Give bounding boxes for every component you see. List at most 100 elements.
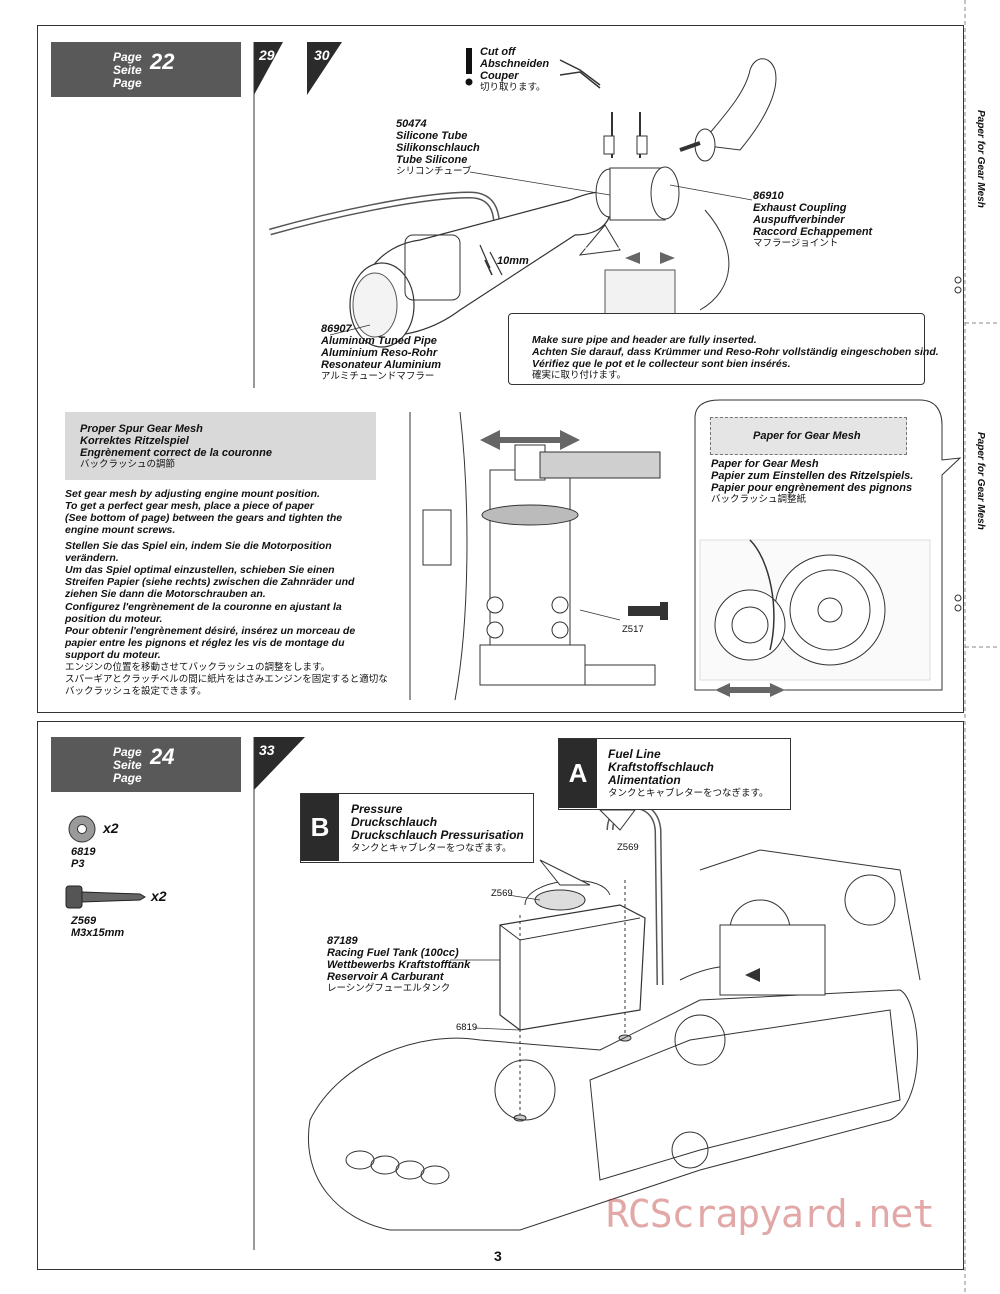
line: verändern. <box>65 552 119 564</box>
gear-mesh-text-de: Stellen Sie das Spiel ein, indem Sie die… <box>65 540 354 600</box>
seite-word: Seite <box>113 63 142 77</box>
fuel-line-en: Fuel Line <box>608 747 661 761</box>
callout-6819: 6819 <box>456 1022 478 1033</box>
watermark: RCScrapyard.net <box>606 1192 935 1236</box>
side-label-1: Paper for Gear Mesh <box>975 110 986 208</box>
exhaust-coupling-label: 86910 Exhaust Coupling Auspuffverbinder … <box>753 190 872 250</box>
tuned-pipe-label: 86907 Aluminum Tuned Pipe Aluminium Reso… <box>321 323 441 383</box>
cutoff-label: Cut off Abschneiden Couper 切り取ります。 <box>480 46 549 94</box>
insert-note-jp: 確実に取り付けます。 <box>532 370 627 381</box>
screw-name: M3x15mm <box>71 927 125 939</box>
washer-code: 6819 P3 <box>71 846 95 870</box>
tuned-pipe-fr: Resonateur Aluminium <box>321 359 441 371</box>
line: engine mount screws. <box>65 524 176 536</box>
paper-de: Papier zum Einstellen des Ritzelspiels. <box>711 470 914 482</box>
step-29-label: 29 <box>259 47 275 63</box>
step-33-label: 33 <box>259 742 275 758</box>
side-label-2: Paper for Gear Mesh <box>975 432 986 530</box>
gear-mesh-title: Proper Spur Gear Mesh Korrektes Ritzelsp… <box>80 423 272 471</box>
insert-note-fr: Vérifiez que le pot et le collecteur son… <box>532 358 791 370</box>
gear-mesh-text-fr: Configurez l'engrènement de la couronne … <box>65 601 355 661</box>
fuel-tank-en: Racing Fuel Tank (100cc) <box>327 947 459 959</box>
line: スパーギアとクラッチベルの間に紙片をはさみエンジンを固定すると適切な <box>65 674 388 685</box>
washer-code-text: 6819 <box>71 846 96 858</box>
insert-note-de: Achten Sie darauf, dass Krümmer und Reso… <box>532 346 939 358</box>
page-word-fr: Page <box>113 771 142 785</box>
gear-mesh-title-fr: Engrènement correct de la couronne <box>80 447 272 459</box>
fuel-line-letter: A <box>559 739 597 808</box>
pressure-label: Pressure Druckschlauch Druckschlauch Pre… <box>351 803 524 855</box>
line: support du moteur. <box>65 649 161 661</box>
exhaust-fr: Raccord Echappement <box>753 226 873 238</box>
line: papier entre les pignons et réglez les v… <box>65 637 345 649</box>
paper-sample-box <box>710 417 907 455</box>
pressure-fr: Druckschlauch Pressurisation <box>351 828 524 842</box>
insert-note-en: Make sure pipe and header are fully inse… <box>532 334 757 346</box>
line: Stellen Sie das Spiel ein, indem Sie die… <box>65 540 332 552</box>
screw-code-text: Z569 <box>71 915 97 927</box>
callout-z569-left: Z569 <box>491 888 513 899</box>
line: Streifen Papier (siehe rechts) zwischen … <box>65 576 355 588</box>
insert-note-box <box>508 313 925 385</box>
fuel-line-fr: Alimentation <box>608 773 681 787</box>
line: Pour obtenir l'engrènement désiré, insér… <box>65 625 356 637</box>
page-number: 3 <box>494 1248 502 1264</box>
silicone-jp: シリコンチューブ <box>396 166 472 177</box>
page-number: 24 <box>150 744 175 769</box>
fuel-line-jp: タンクとキャブレターをつなぎます。 <box>608 788 769 799</box>
screw-qty: x2 <box>151 888 167 904</box>
gear-mesh-title-jp: バックラッシュの調節 <box>80 459 176 470</box>
exhaust-de: Auspuffverbinder <box>753 214 845 226</box>
page-ref-24: Page Seite Page 24 <box>51 737 241 792</box>
silicone-de: Silikonschlauch <box>396 142 480 154</box>
fuel-line-de: Kraftstoffschlauch <box>608 760 714 774</box>
cutoff-en: Cut off <box>480 46 516 58</box>
page-number: 22 <box>150 49 175 74</box>
gear-mesh-title-de: Korrektes Ritzelspiel <box>80 435 189 447</box>
pressure-en: Pressure <box>351 802 403 816</box>
fuel-tank-de: Wettbewerbs Kraftstofftank <box>327 959 471 971</box>
tuned-pipe-en: Aluminum Tuned Pipe <box>321 335 437 347</box>
seite-word: Seite <box>113 758 142 772</box>
silicone-fr: Tube Silicone <box>396 154 468 166</box>
line: ziehen Sie dann die Motorschrauben an. <box>65 588 266 600</box>
gear-mesh-text-jp: エンジンの位置を移動させてバックラッシュの調整をします。 スパーギアとクラッチベ… <box>65 662 388 698</box>
insert-note: Make sure pipe and header are fully inse… <box>532 334 939 382</box>
tuned-pipe-de: Aluminium Reso-Rohr <box>321 347 438 359</box>
washer-name: P3 <box>71 858 85 870</box>
fuel-tank-fr: Reservoir A Carburant <box>327 971 444 983</box>
line: バックラッシュを設定できます。 <box>65 686 207 697</box>
silicone-code: 50474 <box>396 118 427 130</box>
dimension-label: 10mm <box>497 255 529 267</box>
fuel-tank-label: 87189 Racing Fuel Tank (100cc) Wettbewer… <box>327 935 470 995</box>
tuned-pipe-code: 86907 <box>321 323 352 335</box>
line: Um das Spiel optimal einzustellen, schie… <box>65 564 335 576</box>
screw-z517-label: Z517 <box>622 624 644 635</box>
line: エンジンの位置を移動させてバックラッシュの調整をします。 <box>65 662 331 673</box>
pressure-jp: タンクとキャブレターをつなぎます。 <box>351 843 512 854</box>
pressure-callout <box>300 793 534 863</box>
line: To get a perfect gear mesh, place a piec… <box>65 500 314 512</box>
paper-en: Paper for Gear Mesh <box>711 458 819 470</box>
exhaust-jp: マフラージョイント <box>753 238 839 249</box>
callout-z569-right: Z569 <box>617 842 639 853</box>
cutoff-de: Abschneiden <box>480 58 550 70</box>
page-ref-22: Page Seite Page 22 <box>51 42 241 97</box>
exhaust-code: 86910 <box>753 190 784 202</box>
line: (See bottom of page) between the gears a… <box>65 512 343 524</box>
cutoff-jp: 切り取ります。 <box>480 82 546 93</box>
line: Configurez l'engrènement de la couronne … <box>65 601 342 613</box>
pressure-de: Druckschlauch <box>351 815 438 829</box>
fuel-tank-jp: レーシングフューエルタンク <box>327 983 451 994</box>
silicone-en: Silicone Tube <box>396 130 468 142</box>
paper-sample-text: Paper for Gear Mesh <box>753 430 861 442</box>
gear-mesh-title-box <box>65 412 376 480</box>
page-word: Page <box>113 50 142 64</box>
fuel-line-label: Fuel Line Kraftstoffschlauch Alimentatio… <box>608 748 769 800</box>
washer-qty: x2 <box>103 820 119 836</box>
screw-code: Z569 M3x15mm <box>71 915 124 939</box>
page-word-fr: Page <box>113 76 142 90</box>
page-word: Page <box>113 745 142 759</box>
line: position du moteur. <box>65 613 163 625</box>
gear-mesh-title-en: Proper Spur Gear Mesh <box>80 423 203 435</box>
